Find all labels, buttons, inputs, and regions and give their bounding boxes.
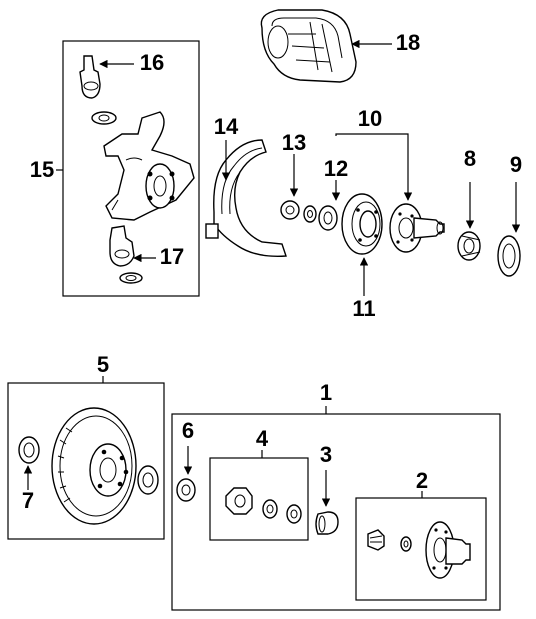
wheel-hub-part xyxy=(425,521,471,579)
upper-ball-joint-part xyxy=(79,55,117,125)
callout-5: 5 xyxy=(97,352,109,377)
washer-part xyxy=(262,499,278,519)
knuckle-assembly-box xyxy=(62,40,200,297)
washer-part xyxy=(303,205,317,223)
rotor-bearing-part xyxy=(137,465,159,495)
hub-cap-part xyxy=(315,511,339,535)
callout-15: 15 xyxy=(30,157,54,182)
hub-bearing-part xyxy=(176,478,196,502)
callout-7: 7 xyxy=(22,488,34,513)
lock-nut-kit-box xyxy=(209,457,309,541)
rotor-seal-part xyxy=(18,436,40,464)
callout-18: 18 xyxy=(396,30,420,55)
steering-knuckle-part xyxy=(103,111,195,221)
callout-11: 11 xyxy=(352,296,375,321)
callout-3: 3 xyxy=(320,442,332,467)
caliper-part xyxy=(260,9,357,83)
seal-ring-part xyxy=(286,504,302,524)
callout-4: 4 xyxy=(256,426,269,451)
callout-10: 10 xyxy=(358,106,382,131)
grease-seal-part xyxy=(497,235,521,277)
callout-16: 16 xyxy=(140,50,164,75)
callout-8: 8 xyxy=(464,146,476,171)
callout-6: 6 xyxy=(182,418,194,443)
dust-shield-part xyxy=(205,139,300,257)
spacer-part xyxy=(400,536,412,552)
rotor-part xyxy=(51,407,137,525)
hub-kit-box xyxy=(355,497,487,601)
lock-nut-part xyxy=(225,487,253,515)
callout-17: 17 xyxy=(160,244,184,269)
inner-bearing-part xyxy=(318,205,338,231)
callout-9: 9 xyxy=(510,152,522,177)
outer-bearing-part xyxy=(457,231,481,261)
callout-14: 14 xyxy=(214,114,239,139)
callout-1: 1 xyxy=(320,380,332,405)
lower-ball-joint-part xyxy=(109,225,143,284)
hub-spindle-part xyxy=(389,203,445,253)
hub-ring-part xyxy=(341,193,383,255)
hub-assembly-box xyxy=(171,413,501,611)
wheel-stud-part xyxy=(367,529,385,551)
callout-13: 13 xyxy=(282,130,306,155)
callout-2: 2 xyxy=(416,468,428,493)
callout-12: 12 xyxy=(324,156,348,181)
rotor-assembly-box xyxy=(7,382,165,540)
